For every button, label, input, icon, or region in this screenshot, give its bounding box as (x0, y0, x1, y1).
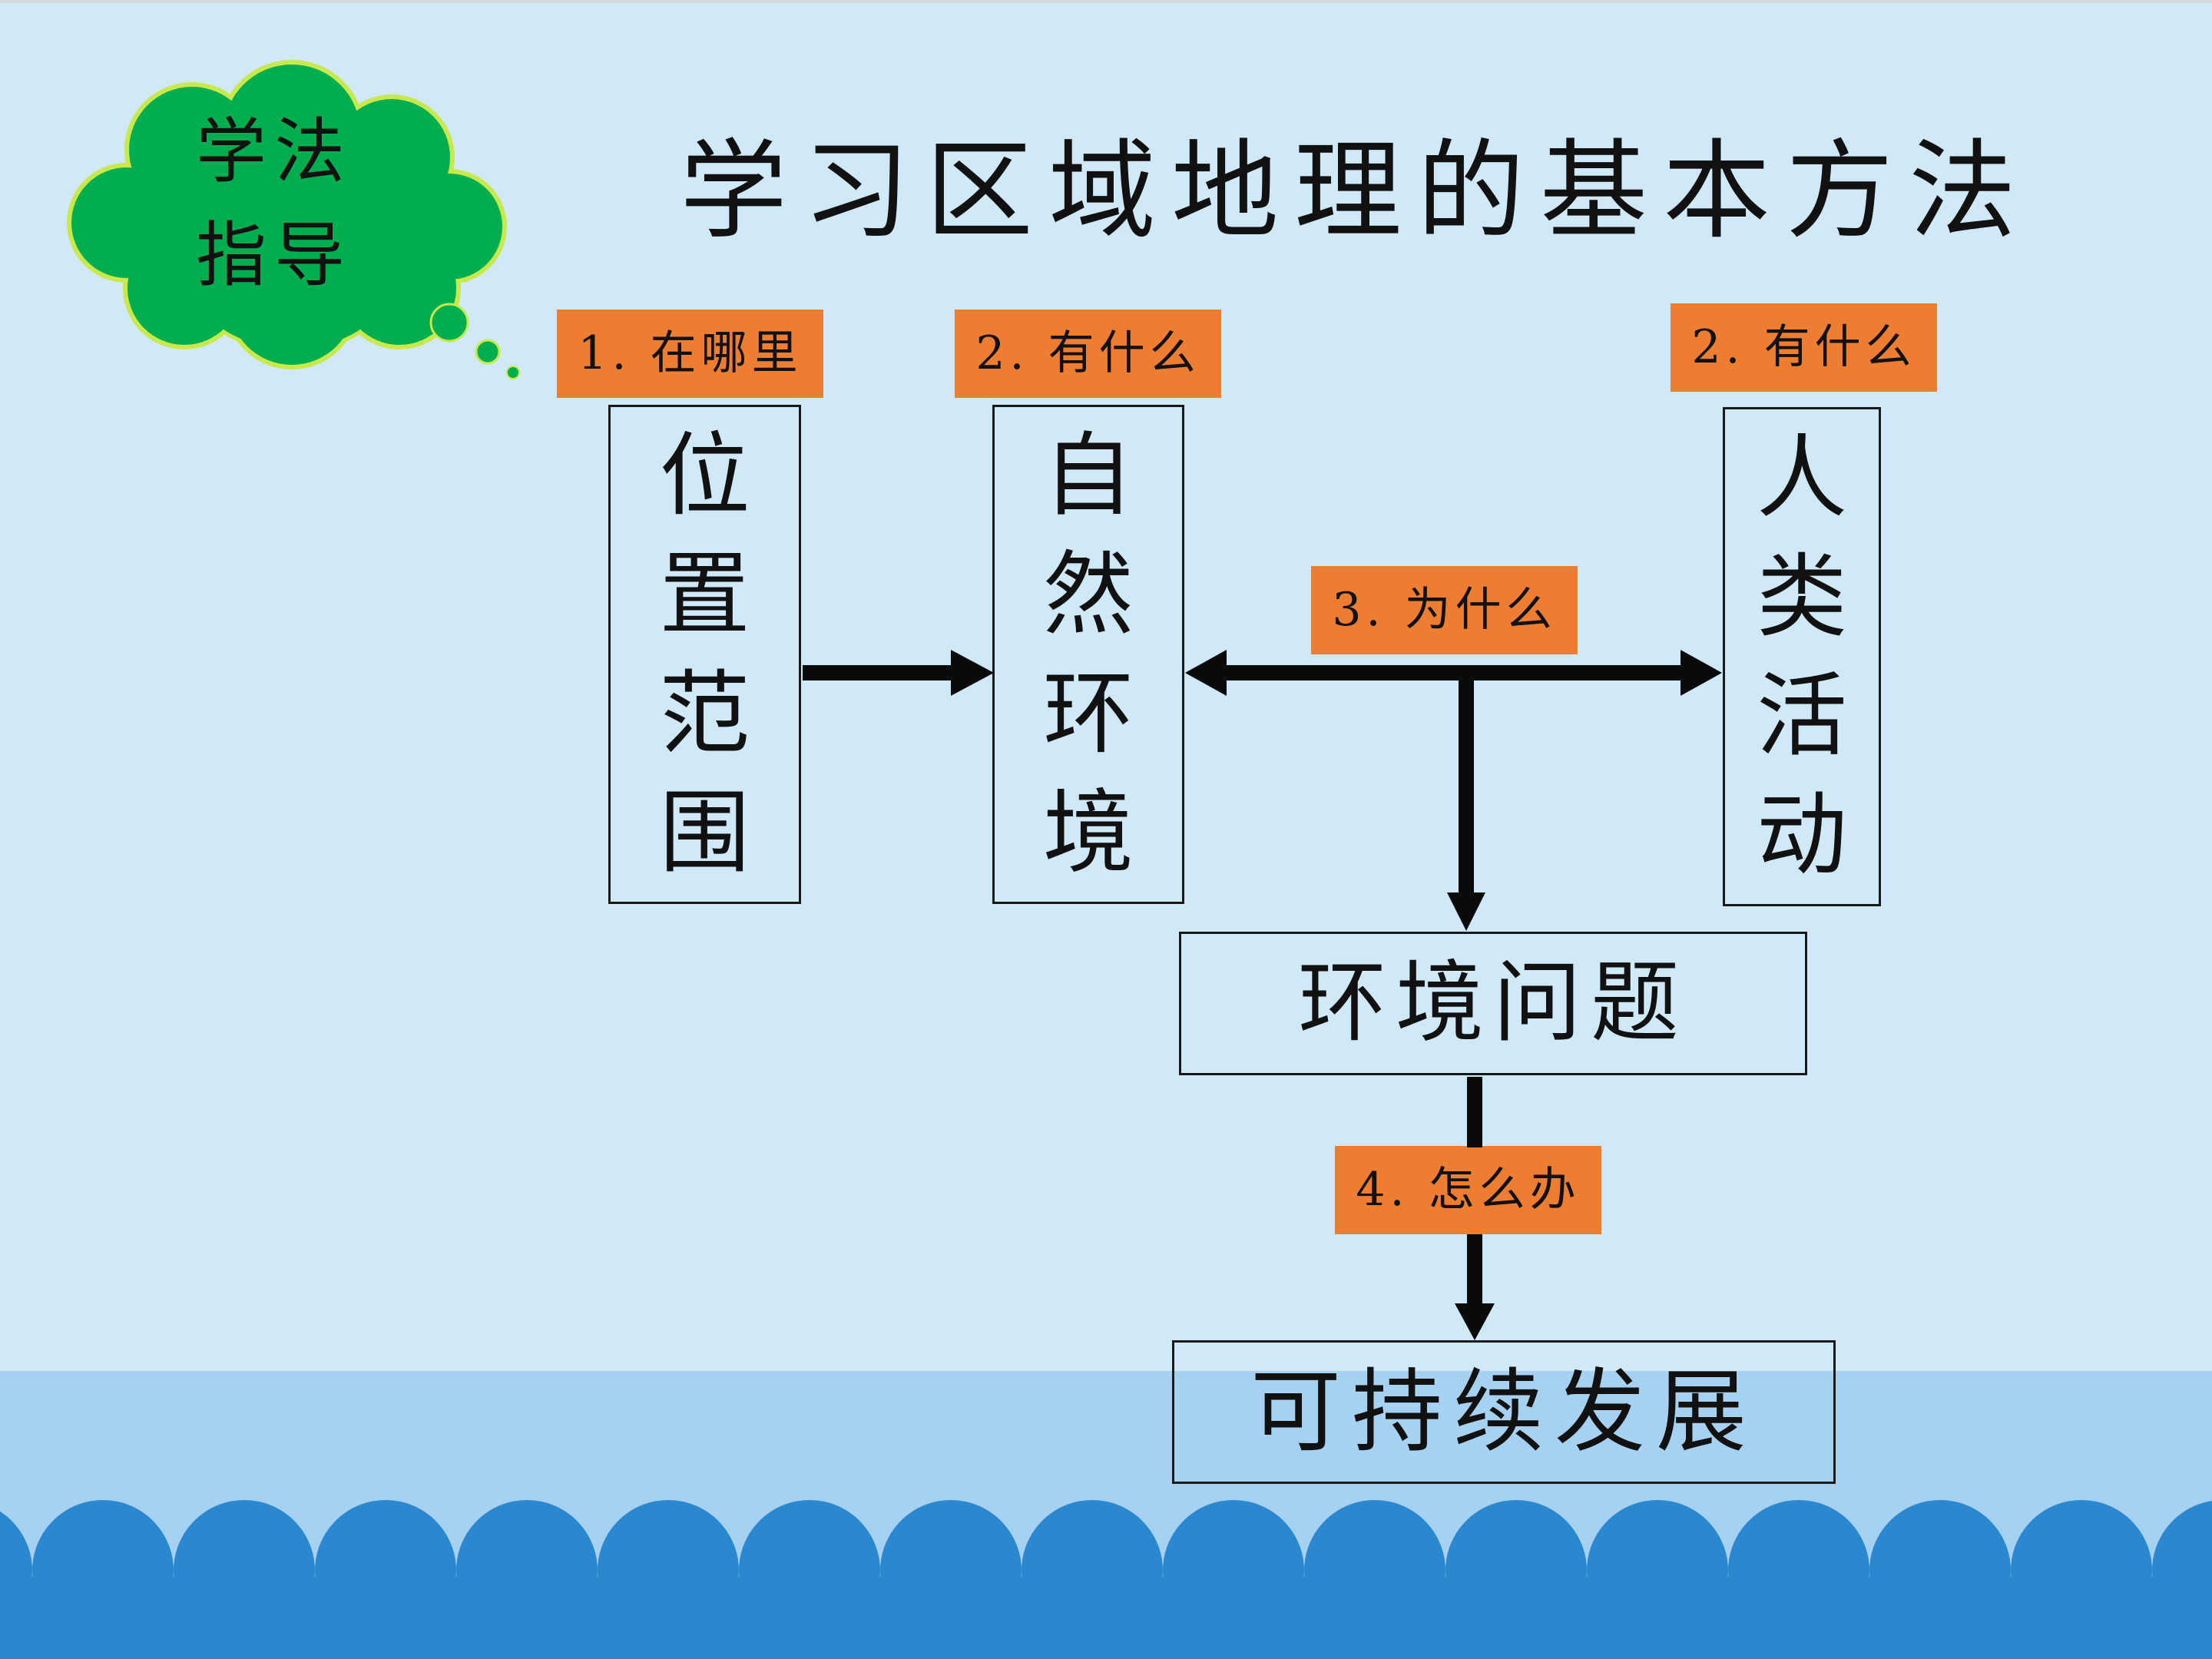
box-nature-char-3: 环 (1042, 661, 1134, 767)
box-sustainable-development: 可持续发展 (1172, 1340, 1836, 1484)
tag-what-nature: 2. 有什么 (955, 310, 1221, 398)
arrow-problems-to-how (1467, 1077, 1482, 1147)
box-human-activity: 人 类 活 动 (1723, 407, 1881, 906)
tag-how: 4. 怎么办 (1335, 1146, 1601, 1234)
top-border-line (0, 0, 2212, 3)
arrowhead-to-nature-left (1185, 650, 1227, 696)
arrowhead-to-human (1681, 650, 1722, 696)
box-human-char-1: 人 (1756, 425, 1847, 531)
tag-what-human: 2. 有什么 (1671, 303, 1937, 392)
box-nature-char-2: 然 (1042, 541, 1134, 647)
arrow-location-to-nature (803, 665, 952, 680)
box-nature-char-1: 自 (1042, 422, 1134, 528)
tag-why: 3. 为什么 (1311, 566, 1578, 654)
box-nature-char-4: 境 (1042, 780, 1134, 886)
box-human-char-4: 动 (1756, 782, 1847, 888)
box-environmental-problems: 环境问题 (1179, 932, 1807, 1075)
arrow-how-to-sustainable (1467, 1234, 1482, 1305)
arrowhead-to-sustainable (1455, 1303, 1495, 1340)
box-location-char-4: 围 (659, 780, 750, 886)
thought-cloud (67, 60, 520, 379)
box-location-char-1: 位 (659, 422, 750, 528)
badge-line-2: 指导 (196, 214, 353, 296)
box-location-range: 位 置 范 围 (608, 405, 801, 904)
wave-decoration (0, 1500, 2212, 1659)
box-location-char-3: 范 (659, 661, 750, 767)
box-human-char-2: 类 (1756, 544, 1847, 650)
badge-line-1: 学法 (196, 111, 353, 193)
study-method-badge: 学法 指导 (196, 100, 373, 307)
page-title: 学习区域地理的基本方法 (680, 129, 2032, 254)
arrowhead-to-problems (1447, 892, 1485, 931)
arrow-down-to-problems (1459, 673, 1474, 896)
box-human-char-3: 活 (1756, 663, 1847, 769)
wave-base (0, 1628, 2212, 1659)
box-location-char-2: 置 (659, 541, 750, 647)
box-natural-environment: 自 然 环 境 (992, 405, 1184, 904)
arrow-nature-human-line (1225, 665, 1682, 680)
tag-where: 1. 在哪里 (557, 310, 823, 398)
arrowhead-to-nature (951, 650, 994, 696)
